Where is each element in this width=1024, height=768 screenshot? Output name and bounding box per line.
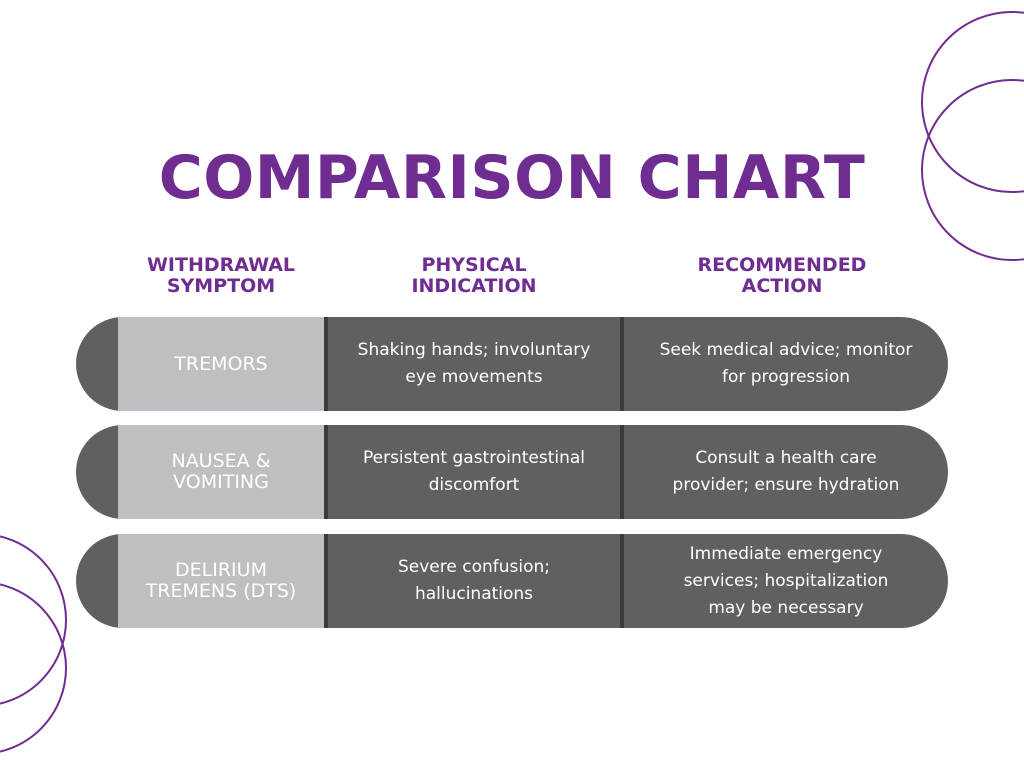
column-divider (620, 534, 624, 628)
symptom-text: DELIRIUM (175, 559, 267, 581)
action-text: for progression (721, 367, 851, 387)
action-text: provider; ensure hydration (672, 475, 900, 495)
symptom-cell: NAUSEA & VOMITING (118, 425, 324, 519)
header-line: PHYSICAL (421, 254, 527, 276)
column-divider (620, 317, 624, 411)
header-withdrawal-symptom: WITHDRAWAL SYMPTOM (118, 255, 324, 297)
decorative-circle (0, 583, 67, 753)
column-divider (324, 534, 328, 628)
indication-text: eye movements (405, 367, 543, 387)
table-row: NAUSEA & VOMITING Persistent gastrointes… (76, 425, 948, 519)
action-text: Seek medical advice; monitor (659, 340, 913, 360)
symptom-cell: TREMORS (118, 317, 324, 411)
action-cell: Immediate emergency services; hospitaliz… (624, 534, 948, 628)
column-divider (324, 317, 328, 411)
decorative-circle (921, 79, 1024, 261)
symptom-text: TREMENS (DTS) (145, 580, 297, 602)
indication-text: Severe confusion; (397, 557, 550, 577)
table-row: TREMORS Shaking hands; involuntary eye m… (76, 317, 948, 411)
action-text: Consult a health care (695, 448, 877, 468)
indication-cell: Shaking hands; involuntary eye movements (328, 317, 620, 411)
indication-text: Persistent gastrointestinal (362, 448, 586, 468)
header-physical-indication: PHYSICAL INDICATION (328, 255, 620, 297)
action-cell: Seek medical advice; monitor for progres… (624, 317, 948, 411)
indication-cell: Persistent gastrointestinal discomfort (328, 425, 620, 519)
decorative-circle (921, 11, 1024, 193)
symptom-text: NAUSEA & (171, 450, 271, 472)
column-divider (324, 425, 328, 519)
action-text: services; hospitalization (683, 570, 889, 591)
symptom-cell: DELIRIUM TREMENS (DTS) (118, 534, 324, 628)
action-text: may be necessary (708, 597, 864, 618)
indication-cell: Severe confusion; hallucinations (328, 534, 620, 628)
header-line: SYMPTOM (166, 275, 276, 297)
table-row: DELIRIUM TREMENS (DTS) Severe confusion;… (76, 534, 948, 628)
column-divider (620, 425, 624, 519)
indication-text: Shaking hands; involuntary (357, 340, 591, 360)
header-line: ACTION (741, 275, 823, 297)
symptom-text: TREMORS (174, 352, 268, 375)
header-line: INDICATION (411, 275, 537, 297)
indication-text: discomfort (428, 475, 520, 495)
action-text: Immediate emergency (689, 543, 883, 564)
header-line: RECOMMENDED (697, 254, 867, 276)
header-recommended-action: RECOMMENDED ACTION (624, 255, 940, 297)
symptom-text: VOMITING (173, 471, 269, 493)
action-cell: Consult a health care provider; ensure h… (624, 425, 948, 519)
header-line: WITHDRAWAL (146, 254, 296, 276)
decorative-circle (0, 535, 67, 705)
page-title: COMPARISON CHART (158, 143, 866, 213)
indication-text: hallucinations (414, 584, 534, 604)
